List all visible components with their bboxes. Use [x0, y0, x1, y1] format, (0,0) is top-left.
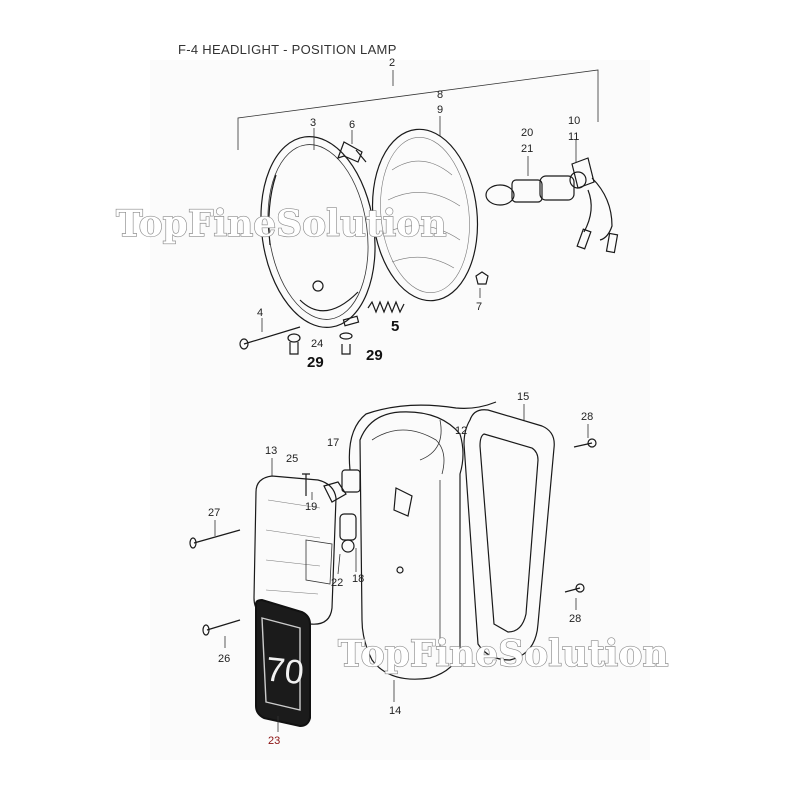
- label-13: 13: [265, 445, 277, 457]
- label-25: 25: [286, 453, 298, 465]
- label-10: 10: [568, 115, 580, 127]
- emblem-number: 70: [264, 650, 306, 692]
- watermark-top: TopFineSolution: [116, 203, 447, 245]
- lamp-housing: [359, 411, 464, 680]
- label-17: 17: [327, 437, 339, 449]
- long-screw: [239, 326, 301, 350]
- label-29-right: 29: [366, 347, 383, 364]
- diagram-title: F-4 HEADLIGHT - POSITION LAMP: [178, 42, 397, 57]
- label-9: 9: [437, 104, 443, 116]
- watermark-bottom: TopFineSolution: [338, 633, 669, 675]
- spring-clip: [336, 141, 363, 163]
- headlight-lens: [371, 128, 479, 302]
- label-12: 12: [455, 425, 467, 437]
- label-3: 3: [310, 117, 316, 129]
- label-4: 4: [257, 307, 263, 319]
- label-21: 21: [521, 143, 533, 155]
- wire-connector: [571, 157, 619, 254]
- lens-screw-upper: [189, 529, 241, 549]
- label-22: 22: [331, 577, 343, 589]
- lamp-rim-frame: [463, 409, 555, 661]
- retaining-nut: [475, 271, 489, 285]
- label-20: 20: [521, 127, 533, 139]
- position-lamp-assembly: 70: [189, 401, 597, 732]
- label-29-left: 29: [307, 354, 324, 371]
- label-26: 26: [218, 653, 230, 665]
- label-28-lower: 28: [569, 613, 581, 625]
- label-2: 2: [389, 57, 395, 69]
- label-18: 18: [352, 573, 364, 585]
- lens-screw-lower: [202, 619, 241, 636]
- label-7: 7: [476, 301, 482, 313]
- label-11: 11: [568, 131, 579, 143]
- adjust-spring: [342, 300, 405, 327]
- wire-harness: [348, 401, 497, 471]
- frame-screw-lower: [564, 583, 585, 593]
- lamp-socket: [323, 469, 361, 553]
- label-27: 27: [208, 507, 220, 519]
- scan-background: [150, 60, 650, 760]
- bolt-washer: [287, 332, 353, 355]
- label-19: 19: [305, 501, 317, 513]
- label-28-upper: 28: [581, 411, 593, 423]
- label-14: 14: [389, 705, 401, 717]
- label-6: 6: [349, 119, 355, 131]
- label-23: 23: [268, 735, 280, 747]
- label-15: 15: [517, 391, 529, 403]
- emblem-plate: [255, 598, 311, 728]
- label-8: 8: [437, 89, 443, 101]
- headlight-assembly: [237, 69, 619, 355]
- small-screw: [302, 473, 310, 496]
- label-24: 24: [311, 338, 323, 350]
- assembly-bracket-2: [237, 69, 599, 150]
- frame-screw-upper: [573, 438, 597, 448]
- label-5: 5: [391, 318, 399, 335]
